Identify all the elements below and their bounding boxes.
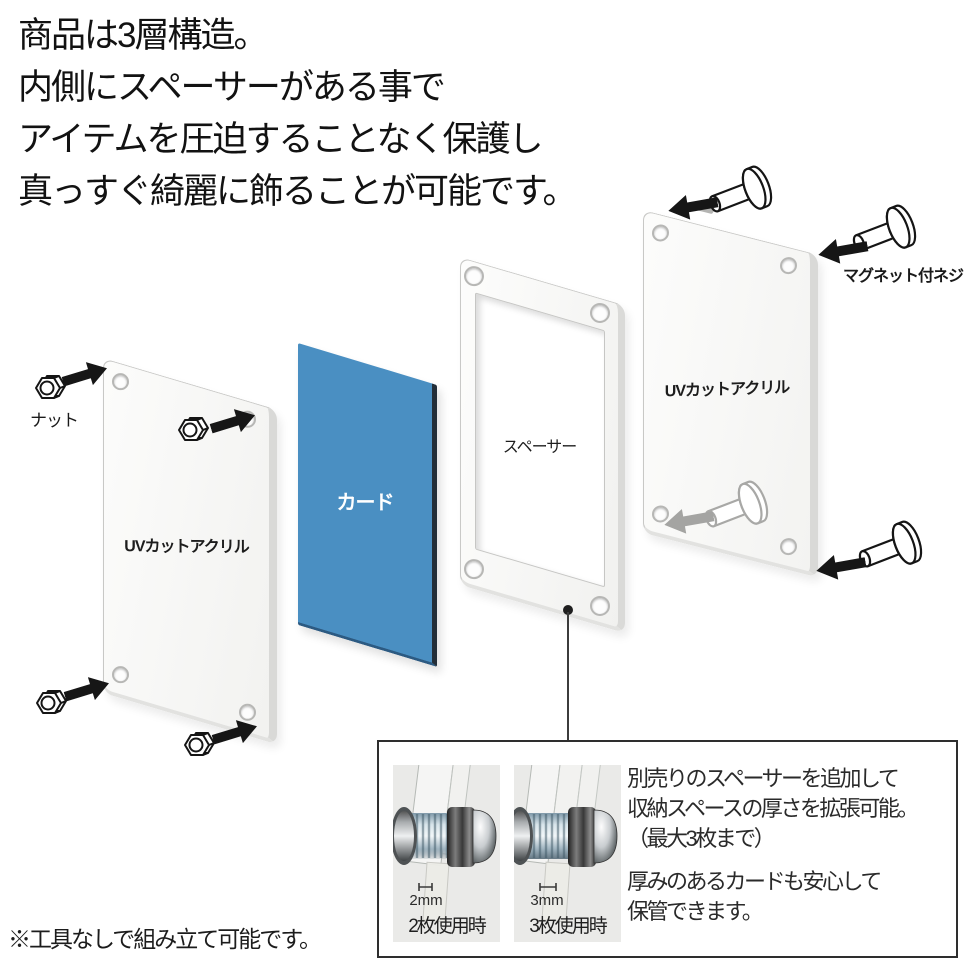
footnote: ※工具なしで組み立て可能です。 — [8, 926, 322, 952]
callout-line: （最大3枚まで） — [627, 826, 776, 851]
spacer-option-callout: 2mm 2枚使用時 — [377, 740, 958, 958]
corner-hole — [112, 666, 129, 684]
spacer-thickness-value: 3mm — [530, 892, 564, 909]
nut-icon — [35, 375, 66, 399]
spacer-frame: スペーサー — [460, 257, 625, 634]
corner-hole — [652, 224, 669, 242]
nut-icon — [178, 417, 209, 441]
magnet-screw-icon — [852, 204, 917, 252]
corner-hole — [239, 703, 256, 721]
photo-three-spacers: 3mm 3枚使用時 — [514, 765, 621, 942]
card: カード — [298, 343, 437, 667]
magnet-screw-icon-behind — [704, 480, 769, 528]
leader-dot — [563, 605, 573, 615]
nut-icon — [36, 690, 67, 714]
magnet-screw-icon — [708, 165, 773, 213]
corner-hole — [780, 256, 797, 275]
callout-line: 保管できます。 — [627, 899, 764, 924]
spacer-stack-photo — [514, 765, 621, 942]
front-panel-label: UVカットアクリル — [124, 537, 249, 556]
callout-line: 厚みのあるカードも安心して — [627, 869, 882, 894]
nut-label: ナット — [30, 411, 79, 430]
magnet-screw-icon — [858, 520, 923, 568]
card-label: カード — [336, 491, 394, 514]
spacer-stack-photo — [393, 765, 500, 942]
corner-hole — [112, 373, 129, 391]
callout-line: 収納スペースの厚さを拡張可能。 — [627, 796, 919, 821]
corner-hole — [464, 266, 484, 287]
corner-hole — [652, 505, 669, 523]
nut-icon — [184, 732, 215, 756]
heading: 商品は3層構造。 内側にスペーサーがある事で アイテムを圧迫することなく保護し … — [18, 10, 578, 218]
heading-line-3: アイテムを圧迫することなく保護し — [18, 120, 543, 159]
corner-hole — [590, 302, 610, 323]
magnet-screw-label: マグネット付ネジ — [843, 268, 964, 285]
corner-hole — [464, 559, 484, 580]
heading-line-4: 真っすぐ綺麗に飾ることが可能です。 — [18, 172, 578, 211]
callout-line: 別売りのスペーサーを追加して — [627, 766, 900, 791]
photo-caption: 3枚使用時 — [529, 916, 608, 937]
spacer-thickness-value: 2mm — [409, 892, 443, 909]
callout-text: 別売りのスペーサーを追加して 収納スペースの厚さを拡張可能。 （最大3枚まで） … — [627, 764, 919, 927]
corner-hole — [780, 537, 797, 556]
back-panel-label: UVカットアクリル — [664, 379, 790, 401]
leader-line — [567, 612, 569, 741]
photo-two-spacers: 2mm 2枚使用時 — [393, 765, 500, 942]
corner-hole — [590, 595, 610, 616]
spacer-label: スペーサー — [502, 439, 577, 457]
heading-line-1: 商品は3層構造。 — [18, 16, 268, 55]
photo-caption: 2枚使用時 — [408, 916, 487, 937]
heading-line-2: 内側にスペーサーがある事で — [18, 68, 446, 107]
